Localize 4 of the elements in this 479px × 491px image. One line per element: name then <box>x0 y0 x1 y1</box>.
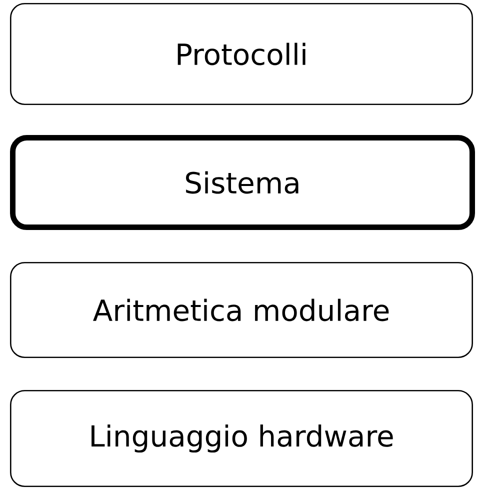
highlighted-box: Sistema <box>10 135 475 230</box>
rounded-box: Linguaggio hardware <box>10 390 473 487</box>
rounded-box: Aritmetica modulare <box>10 262 473 358</box>
rounded-box: Protocolli <box>10 3 473 105</box>
